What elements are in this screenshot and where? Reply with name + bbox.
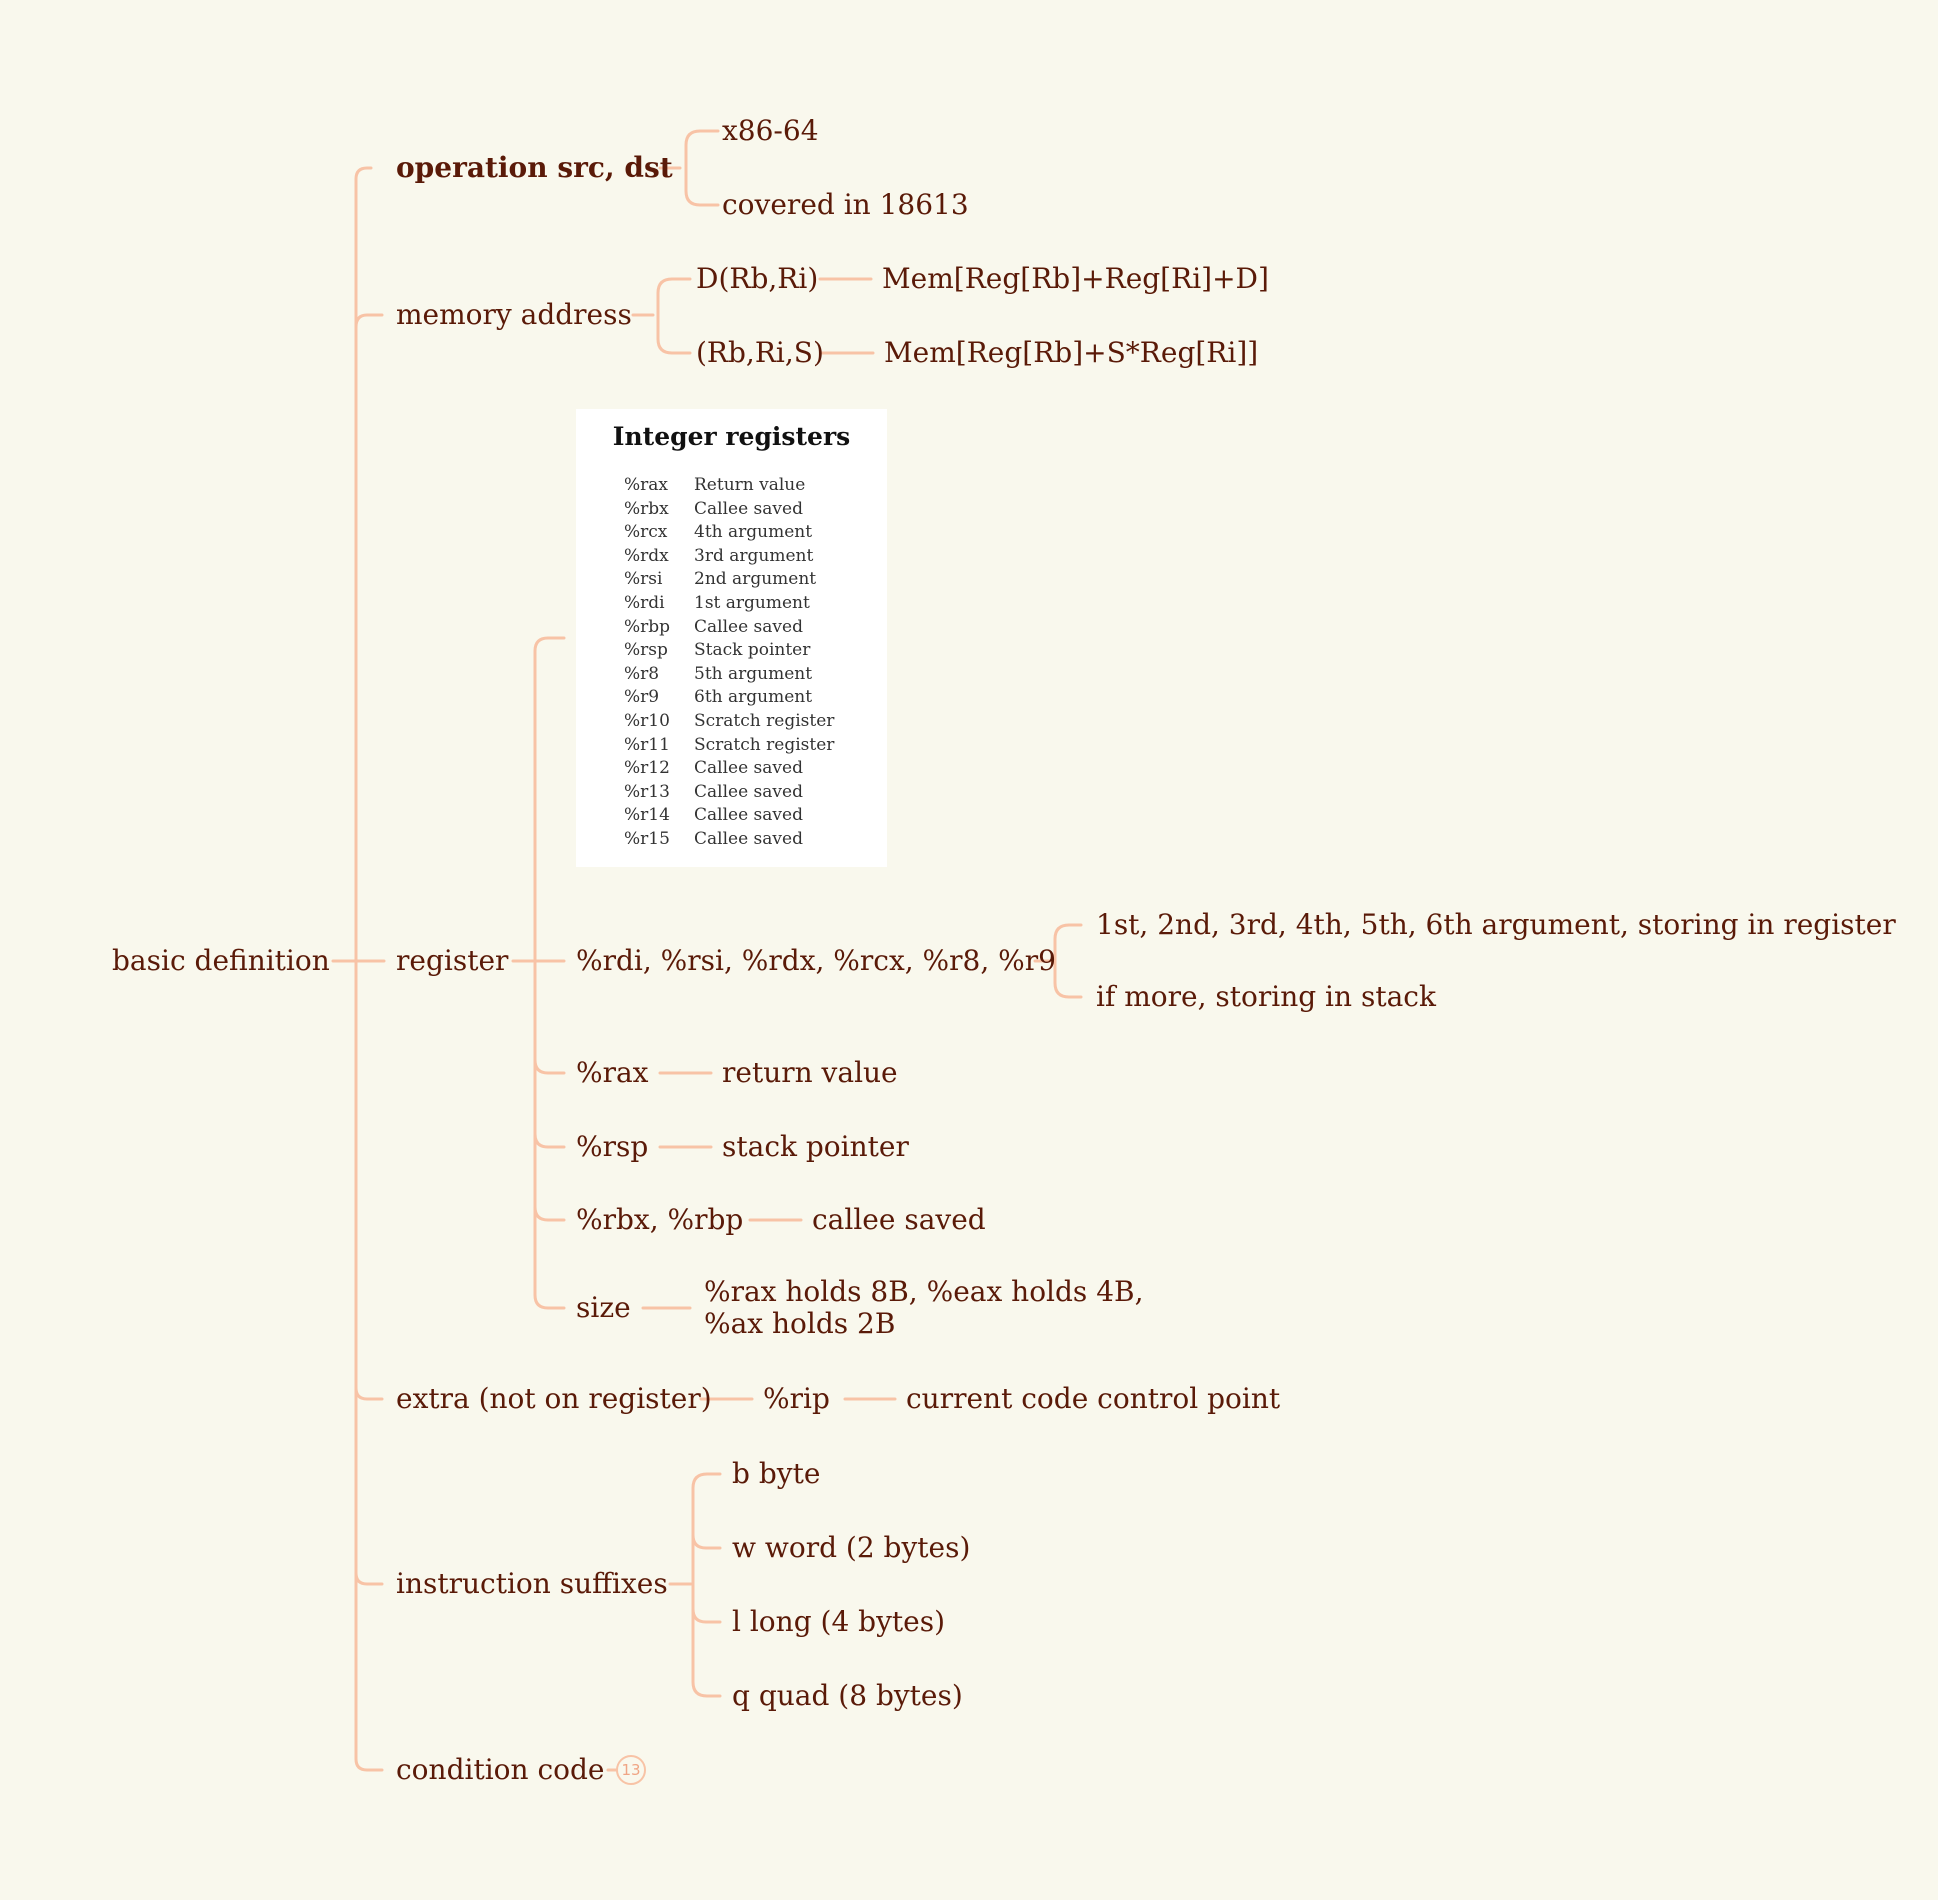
node-args-storing-stack[interactable]: if more, storing in stack bbox=[1096, 980, 1436, 1013]
node-suffix-w[interactable]: w word (2 bytes) bbox=[732, 1531, 971, 1564]
node-memory-address[interactable]: memory address bbox=[396, 298, 632, 331]
register-name: %rbp bbox=[624, 616, 671, 637]
node-operation[interactable]: operation src, dst bbox=[396, 151, 673, 184]
node-x86-64[interactable]: x86-64 bbox=[722, 114, 819, 147]
register-row: %r15 Callee saved bbox=[624, 828, 834, 852]
connector-register-children bbox=[533, 636, 566, 1310]
connector-reg-rax bbox=[533, 1058, 566, 1075]
node-stack-pointer[interactable]: stack pointer bbox=[722, 1130, 909, 1163]
register-name: %r12 bbox=[624, 758, 670, 779]
connector-branch-suffixes bbox=[354, 1571, 384, 1586]
connector-branch-extra bbox=[354, 1386, 384, 1401]
register-row: %rsi 2nd argument bbox=[624, 568, 834, 592]
register-row: %rbx Callee saved bbox=[624, 498, 834, 522]
register-name: %rdi bbox=[624, 592, 665, 613]
register-use: 6th argument bbox=[694, 687, 813, 708]
register-name: %rax bbox=[624, 475, 669, 495]
node-extra[interactable]: extra (not on register) bbox=[396, 1382, 712, 1415]
register-name: %r14 bbox=[624, 805, 670, 826]
register-use: 4th argument bbox=[694, 522, 813, 543]
node-suffix-q[interactable]: q quad (8 bytes) bbox=[732, 1679, 963, 1712]
register-name: %rbx bbox=[624, 498, 669, 519]
register-use: Scratch register bbox=[694, 734, 835, 755]
connector-args-children bbox=[1053, 923, 1083, 999]
register-name: %r10 bbox=[624, 710, 670, 731]
node-return-value[interactable]: return value bbox=[722, 1056, 898, 1089]
register-row: %r12 Callee saved bbox=[624, 757, 834, 781]
register-row: %r10 Scratch register bbox=[624, 710, 834, 734]
node-rbx-rbp[interactable]: %rbx, %rbp bbox=[576, 1203, 744, 1236]
node-callee-saved[interactable]: callee saved bbox=[812, 1203, 986, 1236]
register-use: Callee saved bbox=[694, 828, 803, 849]
register-use: Callee saved bbox=[694, 616, 803, 637]
node-covered[interactable]: covered in 18613 bbox=[722, 188, 969, 221]
connector-branch-memory bbox=[354, 313, 384, 329]
collapsed-count-badge[interactable]: 13 bbox=[616, 1755, 646, 1785]
node-size[interactable]: size bbox=[576, 1291, 631, 1324]
register-row: %r14 Callee saved bbox=[624, 804, 834, 828]
register-name: %rsi bbox=[624, 569, 663, 590]
integer-registers-title: Integer registers bbox=[612, 422, 851, 451]
register-row: %rdx 3rd argument bbox=[624, 545, 834, 569]
node-condition-code[interactable]: condition code bbox=[396, 1753, 605, 1786]
node-mem-d[interactable]: D(Rb,Ri) bbox=[696, 262, 819, 295]
connector-suffix-l bbox=[691, 1607, 722, 1624]
register-row: %r11 Scratch register bbox=[624, 734, 834, 758]
register-use: Scratch register bbox=[694, 710, 835, 731]
register-name: %r13 bbox=[624, 781, 670, 802]
register-row: %rsp Stack pointer bbox=[624, 639, 834, 663]
connector-operation-children bbox=[684, 129, 720, 207]
node-suffix-b[interactable]: b byte bbox=[732, 1457, 821, 1490]
node-arg-registers[interactable]: %rdi, %rsi, %rdx, %rcx, %r8, %r9 bbox=[576, 944, 1056, 977]
node-mem-s-formula[interactable]: Mem[Reg[Rb]+S*Reg[Ri]] bbox=[884, 336, 1259, 369]
node-mem-s[interactable]: (Rb,Ri,S) bbox=[696, 336, 824, 369]
register-name: %r11 bbox=[624, 734, 670, 755]
register-name: %r15 bbox=[624, 828, 670, 849]
connector-memory-children bbox=[656, 277, 692, 355]
register-name: %r8 bbox=[624, 663, 660, 684]
register-use: Return value bbox=[694, 475, 806, 495]
connector-reg-rsp bbox=[533, 1132, 566, 1149]
register-use: Callee saved bbox=[694, 498, 803, 519]
register-row: %rdi 1st argument bbox=[624, 592, 834, 616]
register-row: %r13 Callee saved bbox=[624, 781, 834, 805]
node-register[interactable]: register bbox=[396, 944, 509, 977]
register-use: Callee saved bbox=[694, 805, 803, 826]
register-row: %rax Return value bbox=[624, 474, 834, 498]
node-rsp[interactable]: %rsp bbox=[576, 1130, 649, 1163]
connector-suffix-w bbox=[691, 1533, 722, 1550]
node-args-storing-register[interactable]: 1st, 2nd, 3rd, 4th, 5th, 6th argument, s… bbox=[1096, 908, 1896, 941]
register-name: %rcx bbox=[624, 522, 668, 543]
register-row: %rcx 4th argument bbox=[624, 521, 834, 545]
node-instruction-suffixes[interactable]: instruction suffixes bbox=[396, 1567, 668, 1600]
node-mem-d-formula[interactable]: Mem[Reg[Rb]+Reg[Ri]+D] bbox=[882, 262, 1269, 295]
node-suffix-l[interactable]: l long (4 bytes) bbox=[732, 1605, 946, 1638]
node-rip[interactable]: %rip bbox=[763, 1382, 830, 1415]
register-row: %r9 6th argument bbox=[624, 686, 834, 710]
connector-reg-callee bbox=[533, 1205, 566, 1222]
register-use: 3rd argument bbox=[694, 545, 814, 566]
root-node[interactable]: basic definition bbox=[112, 944, 330, 977]
node-size-detail[interactable]: %rax holds 8B, %eax holds 4B, %ax holds … bbox=[704, 1275, 1144, 1340]
connector-spine-l1 bbox=[354, 166, 384, 1772]
register-name: %r9 bbox=[624, 687, 660, 708]
register-use: 2nd argument bbox=[694, 569, 817, 590]
register-row: %r8 5th argument bbox=[624, 663, 834, 687]
register-name: %rdx bbox=[624, 545, 669, 566]
node-current-code-control-point[interactable]: current code control point bbox=[906, 1382, 1281, 1415]
register-use: 5th argument bbox=[694, 663, 813, 684]
register-use: Callee saved bbox=[694, 781, 803, 802]
register-use: Callee saved bbox=[694, 758, 803, 779]
register-use: 1st argument bbox=[694, 592, 810, 613]
register-use: Stack pointer bbox=[694, 640, 811, 661]
register-row: %rbp Callee saved bbox=[624, 616, 834, 640]
node-rax[interactable]: %rax bbox=[576, 1056, 649, 1089]
register-name: %rsp bbox=[624, 640, 668, 661]
connector-suffixes-children bbox=[691, 1472, 722, 1698]
